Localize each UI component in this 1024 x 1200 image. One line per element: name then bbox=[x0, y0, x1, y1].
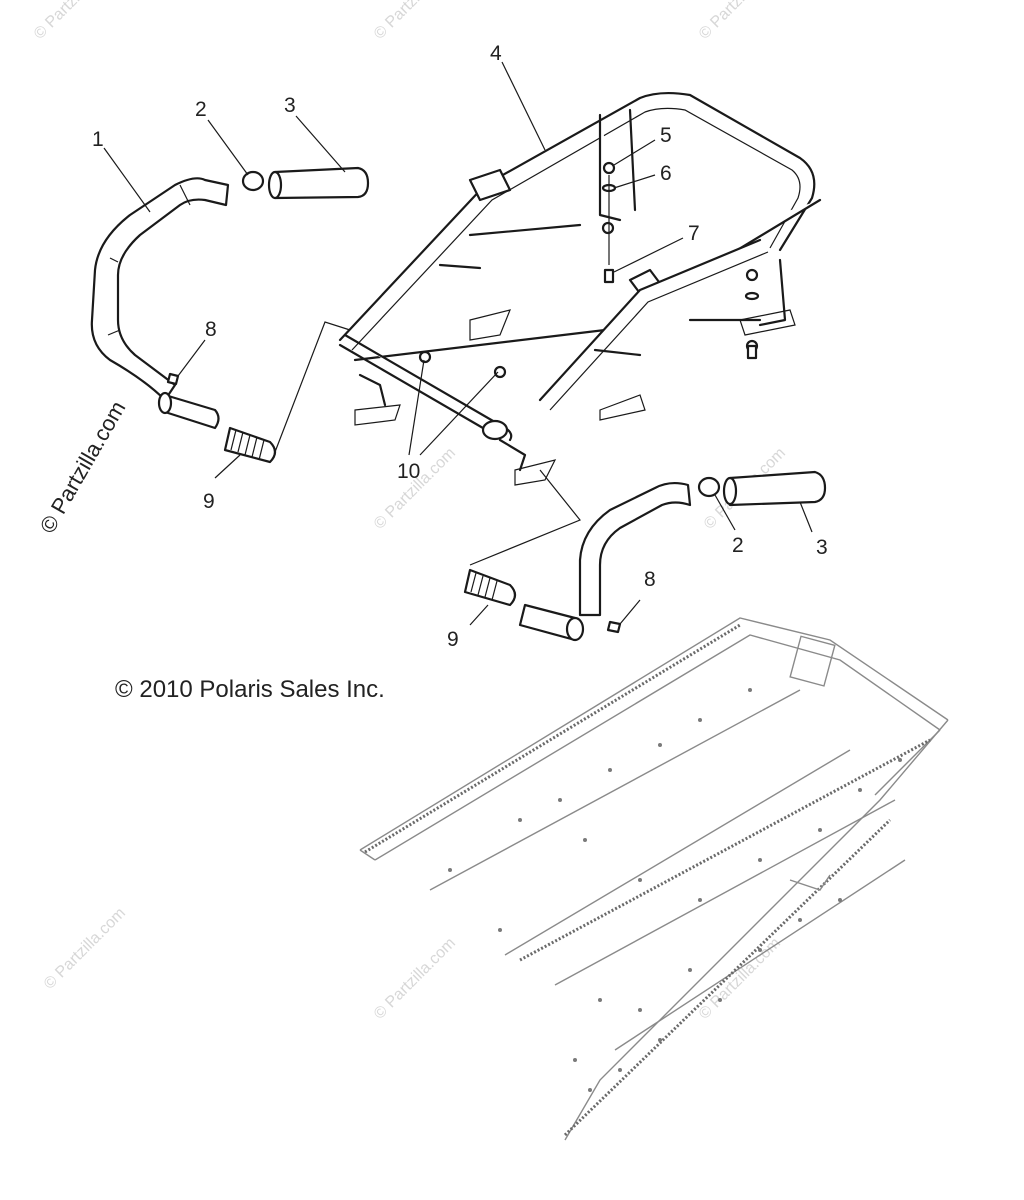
watermark-faint-4: © Partzilla.com bbox=[371, 445, 459, 533]
copyright-notice: © 2010 Polaris Sales Inc. bbox=[115, 676, 385, 703]
callout-2a: 2 bbox=[195, 98, 207, 121]
watermark-faint-2: © Partzilla.com bbox=[371, 0, 459, 43]
watermark-left: © Partzilla.com bbox=[35, 397, 131, 538]
tunnel-sketch bbox=[359, 617, 949, 1141]
nut-5 bbox=[602, 161, 616, 175]
callout-labels: 1 2 3 4 5 6 7 8 9 10 2 3 8 9 bbox=[92, 42, 828, 651]
callout-9b: 9 bbox=[447, 628, 459, 651]
callout-8b: 8 bbox=[644, 568, 656, 591]
callout-2b: 2 bbox=[732, 534, 744, 557]
watermark-faint-1: © Partzilla.com bbox=[31, 0, 119, 43]
right-peg bbox=[518, 603, 585, 642]
end-cap-2a bbox=[241, 170, 265, 192]
watermark-faint-3: © Partzilla.com bbox=[696, 0, 784, 43]
footrest-grip-9b bbox=[463, 568, 517, 607]
hardware-stack bbox=[601, 161, 760, 360]
rack-frame bbox=[338, 91, 822, 486]
grip-3b bbox=[722, 470, 827, 507]
callout-8a: 8 bbox=[205, 318, 217, 341]
right-grab-handle bbox=[578, 481, 692, 617]
callout-3b: 3 bbox=[816, 536, 828, 559]
callout-3a: 3 bbox=[284, 94, 296, 117]
bolt-7 bbox=[603, 268, 615, 284]
bolt-8a bbox=[166, 372, 180, 386]
left-grab-handle bbox=[90, 177, 230, 402]
footrest-grip-9a bbox=[223, 426, 277, 464]
watermark-faint-7: © Partzilla.com bbox=[371, 935, 459, 1023]
left-peg bbox=[157, 391, 220, 430]
watermark-faint-6: © Partzilla.com bbox=[41, 905, 129, 993]
grip-3a bbox=[267, 166, 370, 200]
bolt-8b bbox=[606, 620, 622, 634]
rivet-dots bbox=[448, 688, 902, 1092]
callout-5: 5 bbox=[660, 124, 672, 147]
callout-4: 4 bbox=[490, 42, 502, 65]
callout-6: 6 bbox=[660, 162, 672, 185]
end-cap-2b bbox=[697, 476, 721, 498]
callout-1: 1 bbox=[92, 128, 104, 151]
callout-9a: 9 bbox=[203, 490, 215, 513]
leader-lines bbox=[103, 61, 813, 626]
callout-7: 7 bbox=[688, 222, 700, 245]
callout-10: 10 bbox=[397, 460, 420, 483]
